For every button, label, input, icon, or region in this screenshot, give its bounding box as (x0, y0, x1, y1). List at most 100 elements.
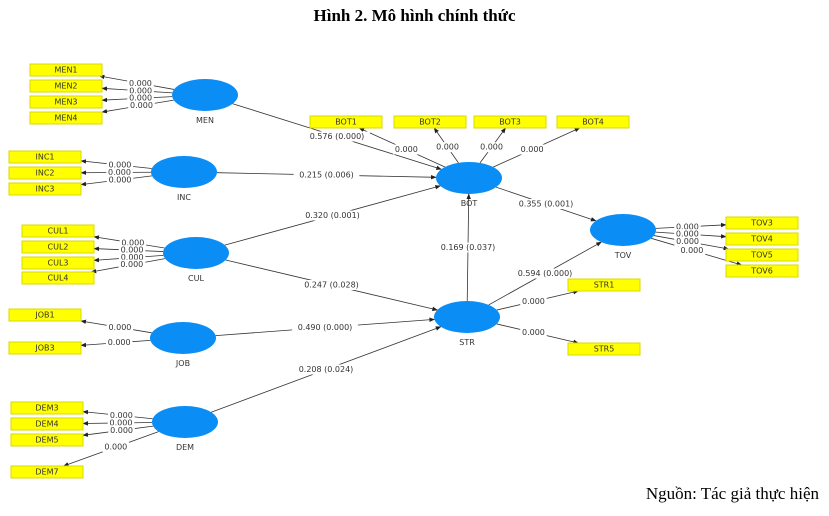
indicator-str5[interactable]: STR5 (567, 342, 641, 356)
construct-bot[interactable]: BOT (436, 162, 502, 208)
indicator-str1[interactable]: STR1 (567, 278, 641, 292)
loading-label: 0.000 (128, 100, 155, 111)
loading-label: 0.000 (674, 229, 701, 240)
loading-label-text: 0.000 (436, 143, 459, 152)
indicator-dem4[interactable]: DEM4 (10, 417, 84, 431)
path-coefficient-label-text: 0.247 (0.028) (304, 281, 359, 290)
indicator-men2[interactable]: MEN2 (29, 79, 103, 93)
loading-label-text: 0.000 (121, 246, 144, 255)
loading-label: 0.000 (520, 327, 547, 338)
loading-label-text: 0.000 (676, 237, 699, 246)
loading-label-text: 0.000 (480, 143, 503, 152)
indicator-label: MEN1 (54, 66, 77, 75)
construct-label: BOT (461, 199, 478, 208)
loading-label-text: 0.000 (121, 238, 144, 247)
loading-label-text: 0.000 (110, 418, 133, 427)
loading-label: 0.000 (118, 245, 146, 256)
loading-label-text: 0.000 (108, 323, 131, 332)
indicator-bot2[interactable]: BOT2 (393, 115, 467, 129)
indicator-label: DEM7 (35, 468, 58, 477)
path-coefficient-label-text: 0.208 (0.024) (299, 365, 354, 374)
indicator-label: BOT3 (499, 118, 521, 127)
indicator-label: CUL4 (48, 274, 69, 283)
loading-label: 0.000 (393, 144, 420, 155)
indicator-label: DEM3 (35, 404, 58, 413)
indicator-tov4[interactable]: TOV4 (725, 232, 799, 246)
path-coefficient-label-text: 0.320 (0.001) (305, 211, 360, 220)
loading-label-text: 0.000 (104, 443, 127, 452)
indicator-inc3[interactable]: INC3 (8, 182, 82, 196)
path-coefficient-label: 0.355 (0.001) (513, 199, 579, 209)
indicator-cul3[interactable]: CUL3 (21, 256, 95, 270)
construct-label: INC (177, 193, 191, 202)
construct-inc[interactable]: INC (151, 156, 217, 202)
loading-label-text: 0.000 (109, 175, 132, 184)
construct-men[interactable]: MEN (172, 79, 238, 125)
loading-label: 0.000 (674, 236, 701, 247)
indicator-dem3[interactable]: DEM3 (10, 401, 84, 415)
path-coefficient-label-text: 0.169 (0.037) (441, 243, 496, 252)
loading-label-text: 0.000 (676, 230, 699, 239)
loading-label: 0.000 (106, 174, 134, 185)
indicator-tov5[interactable]: TOV5 (725, 248, 799, 262)
construct-str[interactable]: STR (434, 301, 500, 347)
construct-label: JOB (175, 359, 190, 368)
loading-label: 0.000 (106, 322, 134, 333)
indicator-label: TOV4 (750, 235, 773, 244)
indicator-bot4[interactable]: BOT4 (556, 115, 630, 129)
indicator-label: DEM4 (35, 420, 58, 429)
loading-label: 0.000 (118, 252, 146, 263)
loading-label: 0.000 (105, 337, 133, 348)
loading-label: 0.000 (127, 85, 154, 96)
indicator-label: BOT2 (419, 118, 441, 127)
indicator-label: MEN3 (54, 98, 77, 107)
indicator-label: DEM5 (35, 436, 58, 445)
path-coefficient-label: 0.490 (0.000) (292, 322, 358, 333)
indicator-label: MEN4 (54, 114, 77, 123)
loading-label-text: 0.000 (108, 338, 131, 347)
path-coefficient-label-text: 0.355 (0.001) (519, 200, 574, 209)
indicator-tov3[interactable]: TOV3 (725, 216, 799, 230)
construct-label: STR (459, 338, 475, 347)
indicator-men1[interactable]: MEN1 (29, 63, 103, 77)
construct-label: MEN (196, 116, 214, 125)
indicator-men4[interactable]: MEN4 (29, 111, 103, 125)
loading-label: 0.000 (678, 245, 706, 256)
indicator-label: INC1 (35, 153, 54, 162)
indicator-cul1[interactable]: CUL1 (21, 224, 95, 238)
source-note: Nguồn: Tác giả thực hiện (645, 484, 819, 503)
loading-label-text: 0.000 (108, 168, 131, 177)
indicator-job3[interactable]: JOB3 (8, 341, 82, 355)
loading-label-text: 0.000 (522, 328, 545, 337)
loading-label-text: 0.000 (680, 246, 703, 255)
indicator-job1[interactable]: JOB1 (8, 308, 82, 322)
path-coefficient-label: 0.247 (0.028) (298, 280, 365, 290)
construct-dem[interactable]: DEM (152, 406, 218, 452)
indicator-bot1[interactable]: BOT1 (309, 115, 383, 129)
indicator-cul4[interactable]: CUL4 (21, 271, 95, 285)
loading-label: 0.000 (108, 410, 135, 421)
indicator-men3[interactable]: MEN3 (29, 95, 103, 109)
construct-tov[interactable]: TOV (590, 214, 656, 260)
loading-label: 0.000 (518, 144, 546, 155)
indicator-cul2[interactable]: CUL2 (21, 240, 95, 254)
indicator-dem5[interactable]: DEM5 (10, 433, 84, 447)
indicator-inc1[interactable]: INC1 (8, 150, 82, 164)
loading-label: 0.000 (127, 93, 154, 104)
indicator-tov6[interactable]: TOV6 (725, 264, 799, 278)
loading-label-text: 0.000 (129, 86, 152, 95)
indicator-bot3[interactable]: BOT3 (473, 115, 547, 129)
path-coefficient-label-text: 0.215 (0.006) (299, 171, 354, 180)
figure-title: Hình 2. Mô hình chính thức (313, 6, 516, 25)
loading-label: 0.000 (434, 142, 461, 153)
indicator-label: BOT4 (582, 118, 604, 127)
indicator-label: BOT1 (335, 118, 357, 127)
construct-cul[interactable]: CUL (163, 237, 229, 283)
indicator-label: TOV5 (750, 251, 773, 260)
loading-label-text: 0.000 (120, 260, 143, 269)
construct-job[interactable]: JOB (150, 322, 216, 368)
indicator-inc2[interactable]: INC2 (8, 166, 82, 180)
loading-label-text: 0.000 (521, 145, 544, 154)
indicator-dem7[interactable]: DEM7 (10, 465, 84, 479)
loading-label-text: 0.000 (108, 161, 131, 170)
